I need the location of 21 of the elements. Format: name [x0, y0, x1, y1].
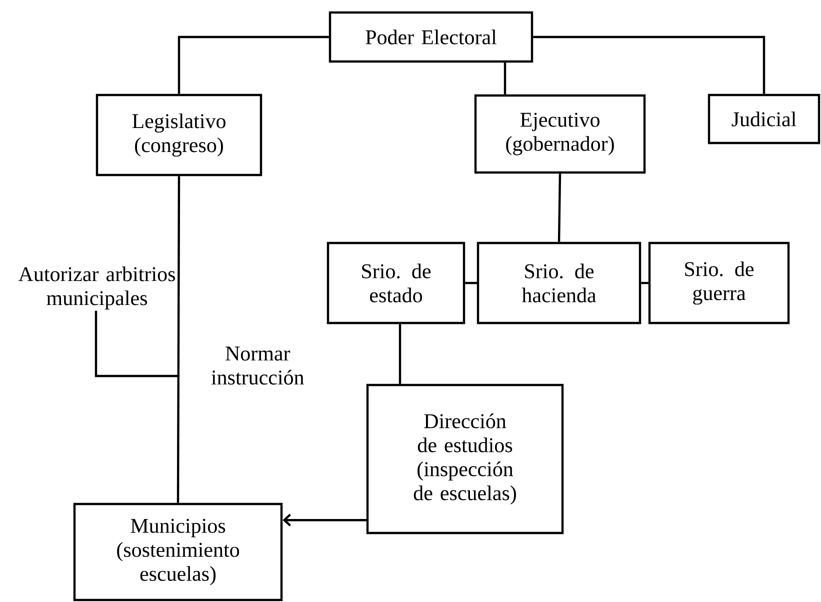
connector-line — [504, 62, 506, 94]
arrow — [282, 514, 366, 526]
connector-line — [398, 324, 402, 384]
connector-line — [465, 282, 477, 284]
connector-line — [641, 282, 648, 284]
connector-line — [176, 176, 180, 503]
connector-line — [558, 174, 562, 242]
org-box: Srio. de hacienda — [476, 242, 642, 324]
org-box: Dirección de estudios (inspección de escuelas) — [366, 384, 564, 534]
connector-line — [533, 36, 766, 94]
org-box: Srio. de guerra — [648, 242, 790, 324]
org-box: Municipios (sostenimiento escuelas) — [73, 502, 283, 602]
edge-label: Normar instrucción — [211, 346, 304, 385]
org-box: Legislativo (congreso) — [96, 94, 262, 176]
leader-line — [94, 310, 179, 378]
note-text: Autorizar arbitrios municipales — [18, 266, 175, 310]
connector-line — [178, 36, 329, 94]
org-box: Poder Electoral — [328, 11, 534, 63]
org-box: Judicial — [708, 94, 820, 144]
org-box: Ejecutivo (gobernador) — [474, 94, 646, 174]
org-box: Srio. de estado — [326, 242, 466, 324]
